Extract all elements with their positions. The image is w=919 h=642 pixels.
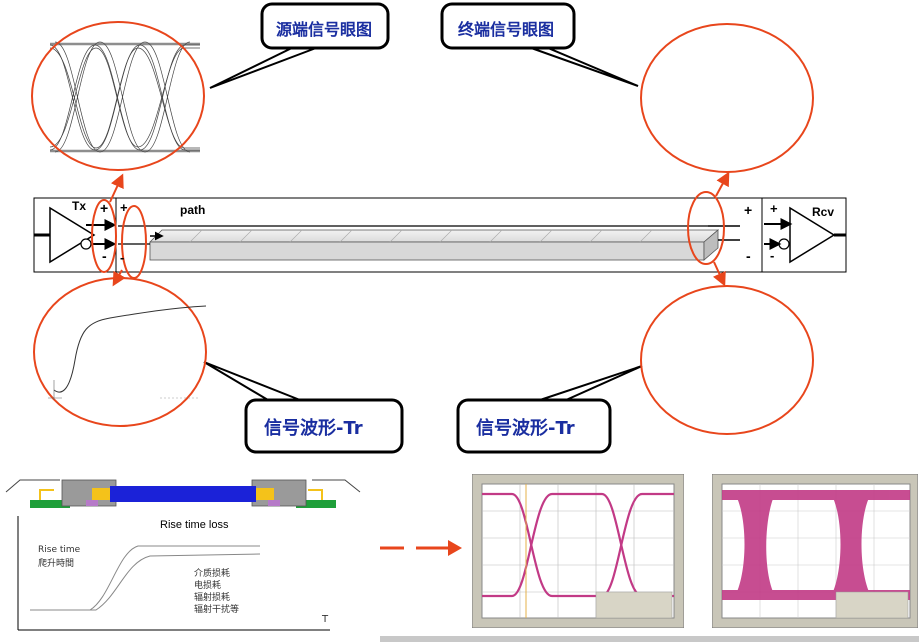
transmission-line — [118, 225, 740, 261]
scope-eye-clean — [472, 474, 684, 628]
rcv-plus-label: + — [770, 201, 778, 216]
waveform-right-label: 信号波形-Tr — [476, 418, 575, 439]
source-eye-ellipse — [31, 21, 205, 171]
rise-time-loss-title: Rise time loss — [160, 519, 229, 531]
rcv-buffer — [764, 206, 846, 264]
rx-minus-label: - — [746, 248, 751, 264]
pcb-drawing — [5, 479, 361, 508]
tx-buffer — [34, 206, 117, 264]
path-label: path — [180, 203, 206, 217]
loss-item-1: 介质损耗 — [194, 569, 231, 579]
source-eye-diagram — [49, 38, 200, 156]
callout-bubble-source-eye — [209, 2, 390, 89]
waveform-left-trace — [48, 305, 207, 400]
tx-minus-label: - — [102, 248, 107, 264]
waveform-right-ellipse — [640, 285, 814, 435]
rise-time-x-label: T — [322, 614, 329, 625]
tx-label: Tx — [72, 199, 87, 213]
rx-probe-ellipse — [687, 191, 725, 265]
channel-diagram — [31, 2, 847, 454]
scope-eye-degraded — [712, 474, 918, 628]
source-eye-label: 源端信号眼图 — [276, 20, 373, 39]
tx-plus-label: + — [100, 200, 109, 216]
rcv-minus-label: - — [770, 248, 775, 263]
rcv-label: Rcv — [812, 205, 835, 219]
callout-bubble-waveform-left — [203, 361, 404, 454]
bottom-strip — [380, 636, 919, 642]
rise-time-loss-figure — [5, 479, 361, 631]
rx-plus-label: + — [744, 202, 753, 218]
waveform-left-ellipse — [33, 277, 207, 427]
term-eye-ellipse — [640, 23, 814, 173]
rise-time-y-label: Rise time — [38, 545, 81, 555]
tx-probe-ellipse — [91, 199, 117, 273]
transition-arrow — [380, 540, 462, 556]
loss-item-4: 辐射干扰等 — [194, 605, 240, 615]
loss-item-2: 电损耗 — [194, 581, 222, 591]
callout-bubble-term-eye — [440, 2, 639, 87]
path-minus-label: - — [120, 250, 125, 265]
loss-item-3: 辐射损耗 — [194, 593, 231, 603]
waveform-left-label: 信号波形-Tr — [264, 418, 363, 439]
path-in-probe-ellipse — [121, 205, 147, 279]
rise-time-y-label-zh: 爬升時間 — [38, 559, 75, 569]
path-plus-label: + — [120, 200, 128, 215]
term-eye-label: 终端信号眼图 — [458, 20, 555, 39]
callout-bubble-waveform-right — [456, 365, 643, 454]
